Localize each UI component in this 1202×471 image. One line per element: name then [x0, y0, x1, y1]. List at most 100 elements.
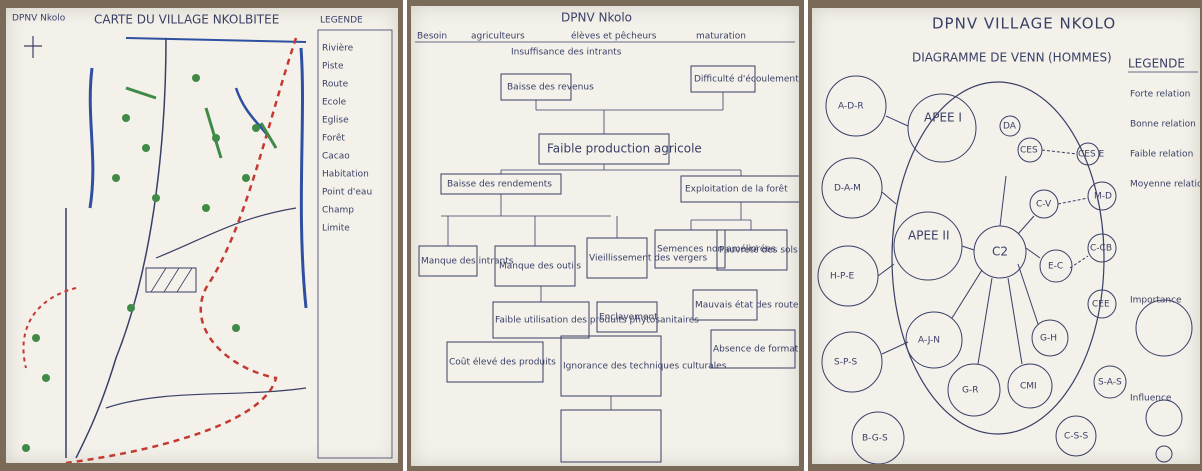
header-row-cell: élèves et pêcheurs	[571, 31, 657, 42]
venn-diagram-drawing: DPNV VILLAGE NKOLO DIAGRAMME DE VENN (HO…	[817, 15, 1202, 465]
legend-item: Piste	[322, 62, 344, 72]
map-header: DPNV Nkolo	[12, 14, 66, 24]
legend-item: Route	[322, 80, 349, 90]
venn-inner-circles	[893, 93, 1073, 417]
header-row-cell: maturation	[696, 32, 746, 42]
venn-inner-label: A-J-N	[918, 336, 940, 346]
venn-outer-label: B-G-S	[862, 434, 888, 444]
map-legend-title: LEGENDE	[320, 16, 363, 26]
road-line	[105, 387, 307, 409]
header-row-cell: Besoin	[417, 32, 447, 42]
venn-legend-circles	[1135, 299, 1193, 463]
tree-top-note: Insuffisance des intrants	[511, 48, 622, 58]
venn-right-circles	[1055, 142, 1127, 457]
village-map-photo: DPNV Nkolo CARTE DU VILLAGE NKOLBITEE LE…	[0, 0, 403, 471]
venn-inner-label: APEE II	[908, 229, 950, 243]
venn-subtitle: (HOMMES)	[1048, 51, 1112, 65]
river-line	[125, 37, 307, 43]
venn-outer-label: A-D-R	[838, 102, 864, 112]
venn-outer-circles	[817, 75, 905, 465]
tree-header-row: Besoin agriculteurs élèves et pêcheurs m…	[417, 31, 746, 42]
field-hatch	[150, 267, 193, 293]
forest-line	[204, 107, 223, 159]
map-legend-box	[317, 29, 393, 459]
tree-box-label: Enclavement	[599, 313, 658, 323]
legend-item: Champ	[322, 206, 354, 216]
venn-legend-item: Importance	[1130, 296, 1182, 306]
header-row-cell: agriculteurs	[471, 32, 525, 42]
tree-box-label: Ignorance des techniques culturales	[563, 362, 727, 372]
venn-legend-item: Moyenne relation	[1130, 180, 1200, 190]
village-map-sheet: DPNV Nkolo CARTE DU VILLAGE NKOLBITEE LE…	[6, 8, 398, 465]
tree-box-labels: Baisse des revenus Difficulté d'écouleme…	[421, 74, 804, 372]
venn-inner-labels: APEE I APEE II C2 CES A-J-N G-R CMI G-H …	[908, 111, 1063, 396]
legend-item: Cacao	[322, 152, 350, 162]
venn-legend-title: LEGENDE	[1128, 57, 1185, 71]
venn-inner-label: DA	[1003, 122, 1017, 132]
venn-inner-label: CES	[1020, 146, 1038, 156]
problem-tree-drawing: DPNV Nkolo Besoin agriculteurs élèves et…	[415, 11, 804, 463]
tree-box-label: Absence de formation des producteurs	[713, 345, 799, 355]
tree-box-label: Manque des outils	[499, 262, 581, 272]
venn-outer-label: S-P-S	[834, 358, 857, 368]
venn-legend-item: Bonne relation	[1130, 120, 1196, 130]
river-line	[299, 47, 308, 309]
map-title: CARTE DU VILLAGE NKOLBITEE	[94, 13, 279, 27]
village-map-drawing: DPNV Nkolo CARTE DU VILLAGE NKOLBITEE LE…	[12, 13, 393, 465]
venn-right-label: C-S-S	[1064, 432, 1088, 442]
tree-box-label: Exploitation de la forêt	[685, 184, 788, 195]
tree-connectors	[441, 92, 752, 410]
venn-inner-label: C2	[992, 245, 1008, 259]
track-line	[22, 287, 77, 369]
legend-item: Point d'eau	[322, 188, 372, 198]
tree-box-label: Pauvreté des sols	[719, 245, 798, 256]
tree-box-label: Baisse des rendements	[447, 180, 552, 190]
tree-header: DPNV Nkolo	[561, 11, 632, 25]
venn-inner-label: C-V	[1036, 200, 1052, 210]
map-legend-items: Rivière Piste Route Ecole Eglise Forêt C…	[322, 43, 372, 234]
legend-item: Habitation	[322, 170, 369, 180]
venn-inner-label: APEE I	[924, 111, 962, 125]
tree-root-box	[560, 409, 662, 463]
venn-legend-item: Forte relation	[1130, 90, 1190, 100]
venn-right-label: S-A-S	[1098, 378, 1122, 388]
venn-relations	[877, 115, 1089, 365]
tree-box-label: Manque des intrants	[421, 257, 514, 267]
river-line	[88, 67, 95, 209]
tree-box-label: Semences non améliorées	[657, 244, 776, 255]
compass-icon	[24, 36, 42, 58]
tree-box-label: Difficulté d'écoulement	[694, 74, 799, 85]
forest-line	[125, 86, 157, 100]
forest-line	[259, 122, 278, 149]
track-line	[65, 37, 298, 465]
venn-outer-label: H-P-E	[830, 272, 854, 282]
tree-box-label: Mauvais état des routes	[695, 300, 799, 311]
tree-icons	[22, 74, 260, 452]
legend-item: Ecole	[322, 98, 347, 108]
venn-title: DIAGRAMME DE VENN	[912, 51, 1045, 65]
problem-tree-photo: DPNV Nkolo Besoin agriculteurs élèves et…	[407, 0, 804, 471]
venn-inner-label: G-H	[1040, 334, 1057, 344]
venn-inner-label: CMI	[1020, 382, 1037, 392]
legend-item: Rivière	[322, 43, 354, 54]
venn-diagram-sheet: DPNV VILLAGE NKOLO DIAGRAMME DE VENN (HO…	[812, 8, 1202, 465]
venn-right-label: CEE	[1092, 300, 1110, 310]
venn-right-label: C-CB	[1090, 244, 1112, 254]
legend-item: Eglise	[322, 116, 349, 126]
tree-box-label: Coût élevé des produits	[449, 357, 556, 368]
field-area	[145, 267, 197, 293]
venn-legend-item: Faible relation	[1130, 150, 1193, 160]
village-boundary	[891, 81, 1105, 435]
venn-inner-label: E-C	[1048, 262, 1063, 272]
problem-tree-sheet: DPNV Nkolo Besoin agriculteurs élèves et…	[411, 6, 804, 466]
venn-outer-label: D-A-M	[834, 184, 861, 194]
venn-legend-item: Influence	[1130, 394, 1172, 404]
venn-right-labels: M-D C-CB CEE S-A-S C-S-S CES E	[1064, 150, 1122, 442]
venn-right-label: M-D	[1094, 192, 1112, 202]
venn-outer-labels: A-D-R D-A-M H-P-E S-P-S B-G-S	[830, 102, 888, 444]
legend-item: Limite	[322, 224, 350, 234]
venn-header: DPNV VILLAGE NKOLO	[932, 15, 1116, 33]
venn-inner-label: G-R	[962, 386, 978, 396]
tree-box-label: Faible utilisation des produits phytosan…	[495, 316, 699, 326]
venn-legend-items: Forte relation Bonne relation Faible rel…	[1130, 90, 1202, 404]
